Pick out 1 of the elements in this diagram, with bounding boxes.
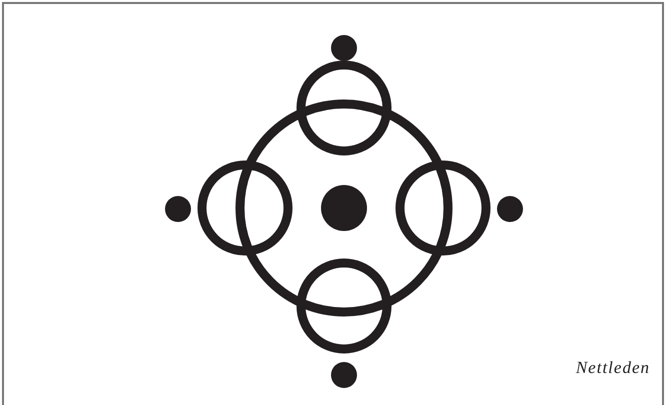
place-name: Nettleden xyxy=(574,358,650,378)
